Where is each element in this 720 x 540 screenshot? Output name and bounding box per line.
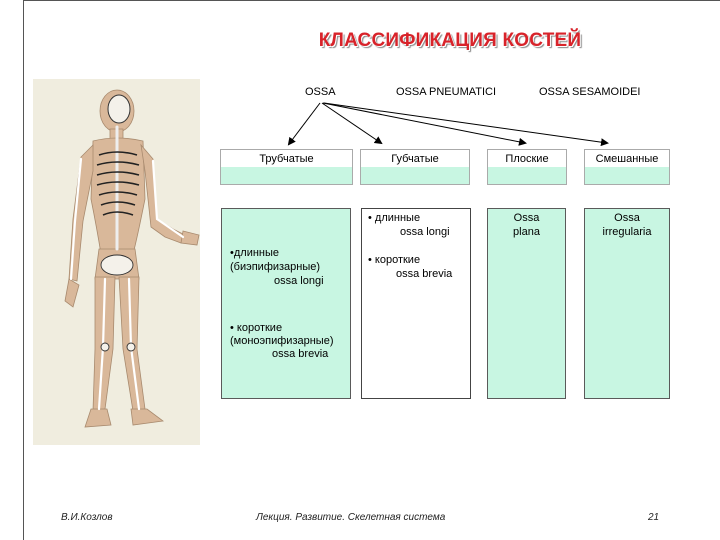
spongy-long-bullet: • длинные — [368, 212, 421, 224]
footer-page-number: 21 — [648, 512, 660, 523]
header-flat: Плоские — [487, 149, 567, 185]
tubular-long-type: (биэпифизарные) — [230, 261, 321, 273]
tubular-long-bullet: •длинные — [230, 247, 280, 259]
spongy-bones-box: • длинные ossa longi • короткие ossa bre… — [361, 208, 471, 399]
mixed-latin-line2: irregularia — [602, 226, 652, 238]
category-ossa-pneumatici: OSSA PNEUMATICI — [396, 86, 497, 98]
arrow-to-spongy — [321, 102, 383, 145]
flat-latin-line1: Ossa — [513, 212, 540, 224]
mixed-bones-box: Ossa irregularia — [584, 208, 670, 399]
flat-latin-line2: plana — [513, 226, 540, 238]
skeleton-figure — [33, 79, 200, 445]
frame-top-line — [23, 0, 720, 1]
tubular-short-latin: ossa brevia — [272, 348, 329, 360]
flat-bones-box: Ossa plana — [487, 208, 566, 399]
tubular-short-type: (моноэпифизарные) — [230, 335, 334, 347]
footer-author: В.И.Козлов — [61, 512, 113, 523]
arrow-to-tubular — [287, 102, 321, 146]
arrow-to-flat — [322, 102, 527, 146]
category-ossa: OSSA — [305, 86, 336, 98]
category-ossa-sesamoidei: OSSA SESAMOIDEI — [539, 86, 641, 98]
spongy-short-bullet: • короткие — [368, 254, 421, 266]
mixed-latin-line1: Ossa — [614, 212, 640, 224]
header-tubular: Трубчатые — [220, 149, 353, 185]
header-mixed: Смешанные — [584, 149, 670, 185]
spongy-long-latin: ossa longi — [400, 226, 450, 238]
tubular-long-latin: ossa longi — [274, 275, 324, 287]
spongy-short-latin: ossa brevia — [396, 268, 453, 280]
skeleton-illustration — [64, 89, 200, 428]
arrow-to-mixed — [323, 102, 609, 147]
tubular-short-bullet: • короткие — [230, 322, 283, 334]
footer-lecture: Лекция. Развитие. Скелетная система — [256, 512, 446, 523]
tubular-bones-box: •длинные (биэпифизарные) ossa longi • ко… — [221, 208, 351, 399]
frame-left-line — [23, 0, 24, 540]
slide-title: КЛАССИФИКАЦИЯ КОСТЕЙ — [318, 30, 582, 51]
header-spongy: Губчатые — [360, 149, 470, 185]
